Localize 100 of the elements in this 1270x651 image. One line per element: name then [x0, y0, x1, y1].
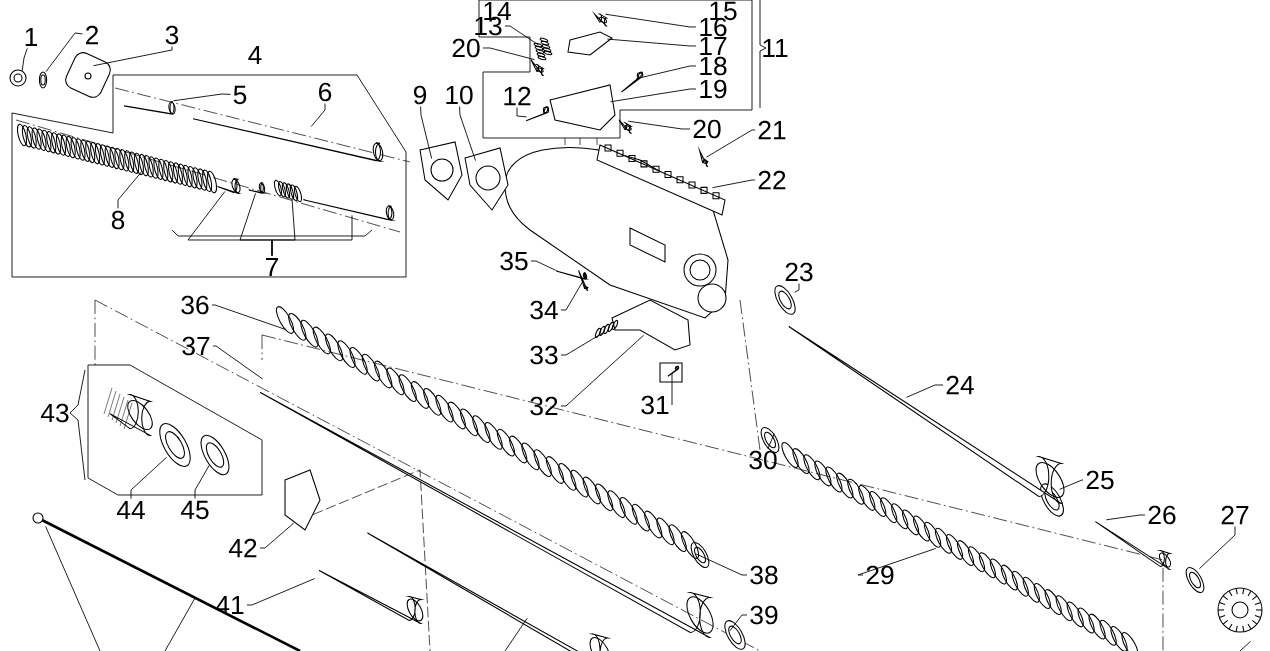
callout-number: 27 [1221, 505, 1249, 525]
callout-number: 11 [763, 38, 788, 58]
callout-number: 7 [266, 257, 278, 277]
screw [618, 119, 632, 134]
leader-line [606, 38, 697, 47]
callout-number: 10 [446, 85, 473, 105]
callout-number: 43 [40, 403, 69, 423]
screw [525, 106, 550, 122]
leader-line [635, 65, 697, 80]
end-plate [65, 52, 111, 98]
leader-line [560, 331, 606, 356]
callout-number: 36 [181, 295, 209, 315]
pin [621, 71, 644, 93]
leader-line [45, 525, 101, 651]
callout-number: 3 [165, 25, 179, 45]
leader-line [310, 103, 326, 128]
leader-line [504, 617, 528, 651]
leader-line [271, 214, 353, 257]
callout-number: 20 [693, 119, 721, 139]
callout-number: 45 [180, 500, 209, 520]
flange-plate [419, 141, 463, 201]
leader-line [857, 548, 937, 576]
mount-plate [567, 31, 613, 56]
callout-number: 21 [758, 120, 786, 140]
callout-number: 20 [452, 38, 480, 58]
callout-number: 2 [86, 25, 98, 45]
callout-number: 9 [413, 85, 427, 105]
tube [302, 199, 395, 221]
leader-line [459, 106, 476, 162]
leader-line [93, 46, 173, 67]
leader-line [1106, 514, 1146, 521]
ring [159, 423, 191, 467]
nut [9, 69, 27, 87]
callout-number: 26 [1148, 505, 1176, 525]
callout-number: 24 [946, 375, 974, 395]
threaded-ring [774, 285, 796, 315]
leader-line [560, 281, 583, 311]
screw [594, 13, 608, 27]
leader-line [212, 345, 264, 380]
flange-plate [464, 147, 509, 211]
callout-number: 8 [111, 210, 125, 230]
leader-line [560, 334, 645, 407]
leader-line [130, 456, 168, 500]
leader-line [604, 13, 697, 28]
leader-line [530, 260, 557, 271]
mount-base [549, 84, 616, 131]
sleeve [217, 178, 241, 194]
leader-line [482, 47, 536, 61]
leader-line [1239, 640, 1252, 651]
barrel [788, 325, 1065, 504]
callout-number: 35 [500, 251, 528, 271]
threaded-ring [724, 620, 746, 650]
callout-number: 5 [233, 85, 247, 105]
callout-number: 39 [750, 605, 778, 625]
leader-line [211, 304, 287, 330]
leader-line [671, 372, 673, 406]
spring [273, 179, 303, 203]
tube [192, 118, 384, 162]
callout-number: 44 [116, 500, 145, 520]
leader-line [711, 179, 756, 189]
trigger-plate [611, 299, 691, 351]
rail [596, 144, 726, 216]
leader-line [420, 106, 433, 160]
spring [781, 442, 1139, 651]
callout-number: 22 [758, 170, 786, 190]
callout-number: 37 [182, 336, 210, 356]
callout-number: 30 [749, 450, 777, 470]
callout-number: 23 [785, 262, 813, 282]
screw [123, 101, 176, 115]
leader-line [905, 384, 944, 398]
knob [1217, 587, 1263, 633]
leader-line [705, 129, 756, 158]
cap [690, 541, 710, 569]
leader-line [1199, 526, 1236, 570]
pin [578, 269, 588, 291]
leader-line [172, 93, 231, 102]
screw [530, 59, 544, 76]
callout-number: 38 [750, 565, 778, 585]
leader-line [117, 170, 143, 209]
callout-number: 34 [530, 300, 558, 320]
plunger [248, 182, 266, 194]
leader-line [504, 25, 540, 46]
leader-line [729, 614, 748, 632]
leader-line [194, 464, 210, 499]
leader-line [627, 120, 691, 130]
leader-line [259, 522, 295, 549]
leader-line [793, 283, 800, 293]
ring [1185, 566, 1205, 594]
spring [16, 123, 218, 194]
washer [38, 71, 48, 89]
leader-line [45, 32, 83, 73]
leader-line [21, 47, 28, 72]
threaded-bushing [103, 387, 153, 436]
callout-number: 1 [25, 27, 38, 47]
leader-line [164, 597, 196, 651]
leader-line [516, 107, 528, 118]
callout-number: 19 [700, 79, 727, 99]
callout-number: 17 [700, 36, 727, 56]
leader-line [694, 553, 748, 576]
pin [555, 270, 588, 280]
